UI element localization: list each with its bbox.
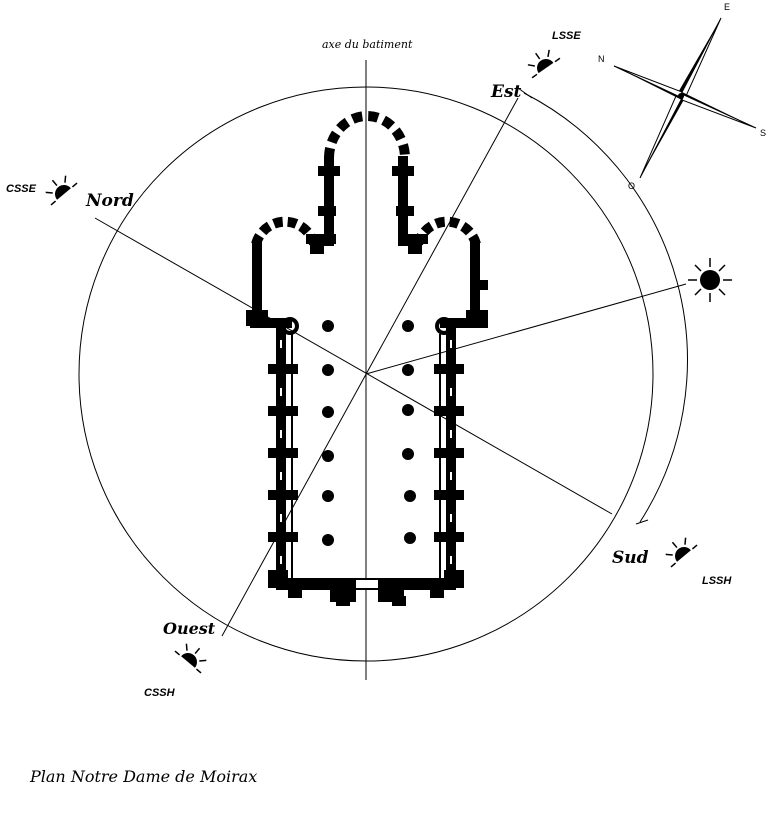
church-plan	[246, 111, 488, 606]
sun-marker-csse: CSSE	[6, 183, 37, 195]
direction-nord: Nord	[85, 191, 134, 211]
half-sun-icon	[527, 49, 561, 79]
compass-label-n: N	[598, 54, 605, 64]
direction-sud: Sud	[612, 548, 649, 568]
ouest-est-line	[221, 97, 519, 637]
sun-marker-lssh: LSSH	[702, 575, 732, 587]
east-south-arc	[523, 92, 688, 523]
sun-marker-lsse: LSSE	[552, 30, 581, 42]
direction-ouest: Ouest	[163, 619, 216, 638]
sun-icon	[688, 258, 732, 302]
plan-title: Plan Notre Dame de Moirax	[29, 767, 257, 786]
direction-est: Est	[490, 82, 522, 102]
compass-rose-icon: E N S O	[598, 2, 766, 191]
nord-sud-line	[94, 217, 613, 515]
half-sun-icon	[174, 643, 207, 674]
sun-ray-line	[365, 283, 687, 375]
compass-label-o: O	[628, 181, 635, 191]
sun-marker-cssh: CSSH	[144, 687, 176, 699]
compass-label-e: E	[724, 2, 730, 12]
building-axis-label: axe du batiment	[322, 38, 413, 51]
half-sun-icon	[665, 537, 698, 568]
compass-label-s: S	[760, 128, 766, 138]
half-sun-icon	[45, 175, 78, 206]
